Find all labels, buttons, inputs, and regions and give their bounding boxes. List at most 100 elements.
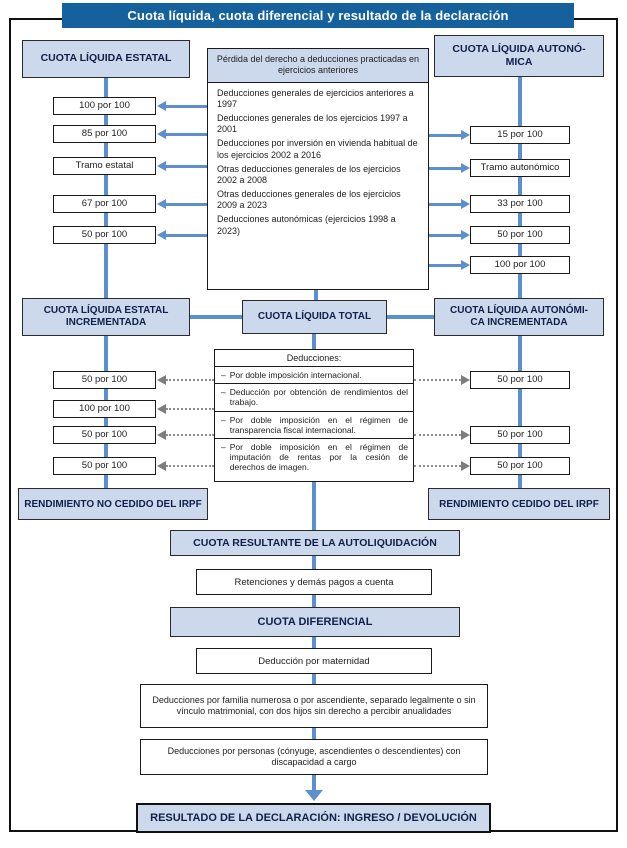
arrow-head-down-icon [305,790,323,801]
arrow-shaft [166,104,207,108]
connector-left-spine-top [104,78,108,298]
box-right-lower-pct-2: 50 por 100 [470,426,570,444]
bullet-dash: – [221,387,226,398]
box-left-pct-2: 85 por 100 [53,125,156,143]
arrow-loss-to-left-5 [157,230,207,240]
panel-header: Deducciones: [215,350,413,367]
connector-discapacidad-to-resultado [312,775,316,792]
arrow-loss-to-right-2 [429,163,470,173]
dotted-arrow-ded-to-right-3 [414,461,470,471]
arrow-loss-to-left-3 [157,161,207,171]
arrow-shaft [429,166,461,170]
box-label: 85 por 100 [81,127,128,139]
list-item: Deducciones generales de los ejercicios … [217,112,408,135]
arrow-loss-to-left-1 [157,101,207,111]
dotted-arrow-ded-to-right-2 [414,430,470,440]
diagram-title: Cuota líquida, cuota diferencial y resul… [62,3,574,28]
box-cuota-liquida-autonomica: CUOTA LÍQUIDA AUTONÓ- MICA [434,35,604,77]
box-label: 15 por 100 [497,128,543,140]
arrow-head-icon [461,130,470,140]
deduction-item: – Por doble imposición internacional. [215,367,413,385]
deduction-text: Deducción por obtención de rendimientos … [229,387,408,408]
box-label: 100 por 100 [79,99,130,111]
box-right-pct-5: 100 por 100 [470,256,570,274]
arrow-shaft [166,465,214,467]
box-label: RESULTADO DE LA DECLARACIÓN: INGRESO / D… [150,812,477,824]
arrow-head-icon [157,129,166,139]
arrow-loss-to-left-4 [157,199,207,209]
box-label: 100 por 100 [79,402,130,414]
arrow-shaft [166,233,207,237]
connector-familia-to-discapacidad [312,728,316,740]
connector-diferencial-to-maternidad [312,637,316,649]
list-item: Deducciones generales de ejercicios ante… [217,87,414,109]
box-right-pct-2: Tramo autonómico [470,159,570,177]
dotted-arrow-ded-to-right-1 [414,375,470,385]
connector-right-spine-lower [518,336,522,488]
box-label: Deducciones por personas (cónyuge, ascen… [167,746,461,767]
deduction-item: – Por doble imposición en el régimen de … [215,412,413,439]
box-resultado-declaracion: RESULTADO DE LA DECLARACIÓN: INGRESO / D… [136,803,491,833]
connector-total-to-deductions [312,334,316,350]
box-label: 50 por 100 [81,428,128,440]
box-label: 100 por 100 [494,258,546,270]
box-label: Deducciones por familia numerosa o por a… [152,695,476,716]
box-cuota-liquida-estatal-incrementada: CUOTA LÍQUIDA ESTATAL INCREMENTADA [22,298,190,336]
deduction-text: Por doble imposición en el régimen de tr… [229,414,408,435]
box-left-lower-pct-3: 50 por 100 [53,426,156,444]
arrow-loss-to-left-2 [157,129,207,139]
deduction-item: – Deducción por obtención de rendimiento… [215,384,413,412]
box-label: CUOTA LÍQUIDA TOTAL [257,310,372,322]
box-deducciones-discapacidad: Deducciones por personas (cónyuge, ascen… [140,739,488,775]
arrow-shaft [166,164,207,168]
box-label: 50 por 100 [497,373,543,385]
box-label: CUOTA LÍQUIDA ESTATAL [40,52,172,65]
connector-maternidad-to-familia [312,674,316,685]
panel-deducciones: Deducciones: – Por doble imposición inte… [214,349,414,482]
box-label: 33 por 100 [497,197,543,209]
box-right-pct-4: 50 por 100 [470,226,570,244]
box-label: 50 por 100 [81,459,128,471]
arrow-shaft [166,132,207,136]
box-label: CUOTA LÍQUIDA AUTONÓMI- CA INCREMENTADA [450,304,588,329]
box-label: 50 por 100 [497,459,543,471]
bullet-dash: – [221,441,226,452]
arrow-head-icon [157,404,166,414]
arrow-loss-to-right-1 [429,130,470,140]
arrow-shaft [166,434,214,436]
box-label: Deducción por maternidad [258,655,370,667]
box-label: Retenciones y demás pagos a cuenta [234,576,394,588]
box-cuota-liquida-estatal: CUOTA LÍQUIDA ESTATAL [22,40,190,78]
arrow-shaft [429,202,461,206]
box-cuota-liquida-total: CUOTA LÍQUIDA TOTAL [242,300,387,334]
arrow-head-icon [157,230,166,240]
box-label: 50 por 100 [81,373,128,385]
box-label: Tramo estatal [75,159,134,171]
list-item: Deducciones autonómicas (ejercicios 1998… [217,214,396,236]
list-item: Deducciones por inversión en vivienda ha… [217,138,418,160]
arrow-head-icon [461,260,470,270]
dotted-arrow-ded-to-left-3 [157,430,214,440]
arrow-loss-to-right-3 [429,199,470,209]
arrow-head-icon [157,375,166,385]
dotted-arrow-ded-to-left-2 [157,404,214,414]
arrow-head-icon [157,101,166,111]
box-left-pct-4: 67 por 100 [53,195,156,213]
box-label: 67 por 100 [81,197,128,209]
box-label: 50 por 100 [497,428,543,440]
arrow-loss-to-right-4 [429,230,470,240]
deduction-item: – Por doble imposición en el régimen de … [215,439,413,476]
list-item: Otras deducciones generales de los ejerc… [217,188,401,211]
box-deducciones-familia-numerosa: Deducciones por familia numerosa o por a… [140,684,488,728]
connector-loss-to-total [314,290,318,300]
box-deduccion-maternidad: Deducción por maternidad [196,648,432,674]
box-label: 50 por 100 [497,228,543,240]
bullet-dash: – [221,370,226,380]
box-label: CUOTA LÍQUIDA AUTONÓ- MICA [452,42,586,68]
box-left-pct-3: Tramo estatal [53,157,156,175]
arrow-head-icon [157,199,166,209]
arrow-head-icon [461,430,470,440]
deduction-text: Por doble imposición internacional. [229,370,362,380]
arrow-shaft [414,379,461,381]
